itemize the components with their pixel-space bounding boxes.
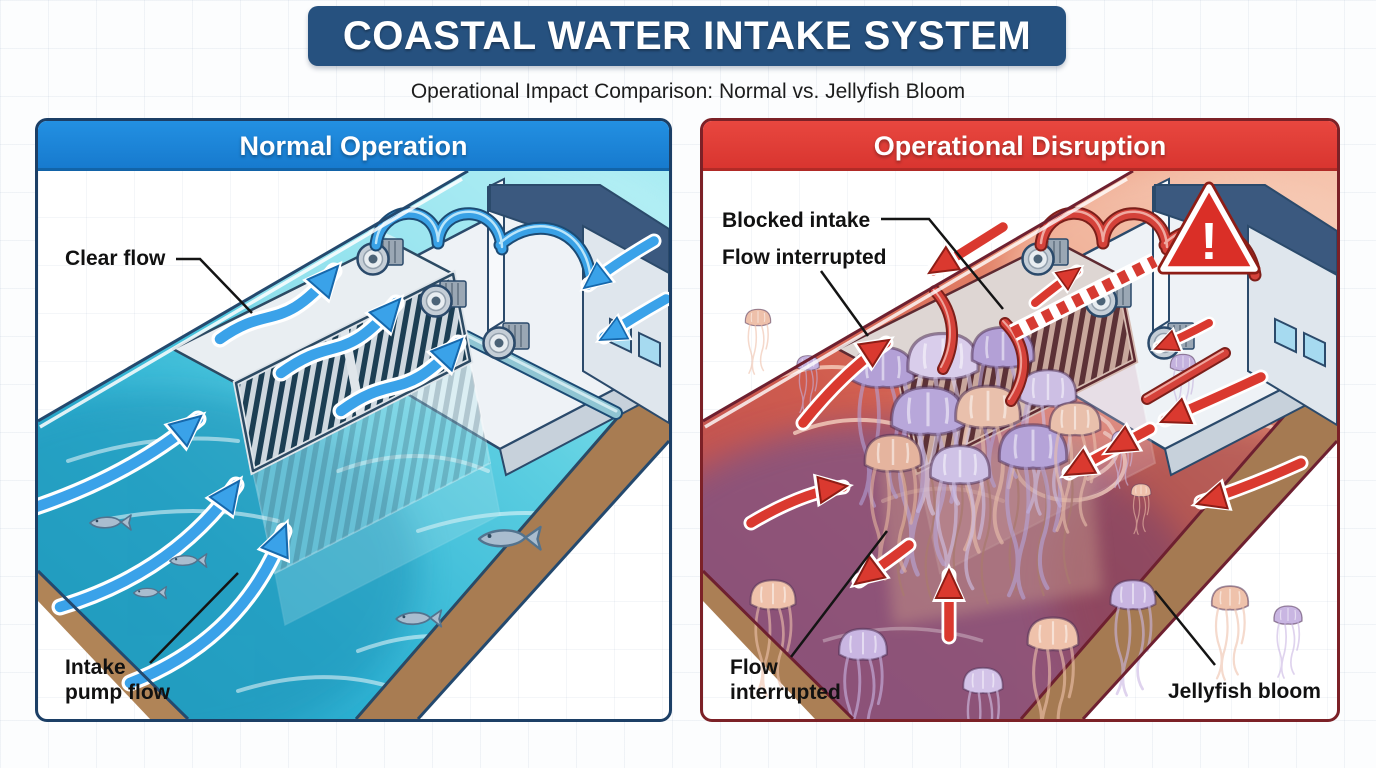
shoreline (1019, 392, 1306, 719)
waterline-foam (39, 177, 463, 429)
label-jellyfish-bloom: Jellyfish bloom (1168, 680, 1321, 703)
leader-line (149, 257, 253, 664)
panel-disruption-header: Operational Disruption (703, 121, 1337, 171)
label-flow-interrupted-top: Flow interrupted (722, 246, 887, 269)
blocked-flow-hatch (1008, 252, 1160, 342)
page-subtitle: Operational Impact Comparison: Normal vs… (410, 80, 966, 103)
label-blocked-intake: Blocked intake (722, 209, 871, 232)
label-intake-pump-flow: Intake pump flow (65, 656, 170, 705)
label-flow-interrupted-bottom: Flow interrupted (730, 656, 841, 705)
warning-exclamation: ! (1200, 213, 1217, 271)
flow-arrows-normal (38, 233, 669, 692)
normal-scene (38, 171, 669, 719)
window-icon (638, 331, 661, 368)
shoreline (354, 392, 641, 719)
normal-scene-illustration (38, 171, 669, 719)
warning-triangle-icon: ! (1157, 181, 1261, 275)
waterline-foam (704, 177, 1128, 429)
seabed-slope (356, 376, 669, 719)
island-outline (703, 171, 1337, 719)
panel-disruption-title: Operational Disruption (873, 130, 1167, 161)
red-pipes (929, 206, 1262, 407)
disruption-scene-illustration: ! (703, 171, 1337, 719)
window-icon (1303, 331, 1326, 368)
panel-normal-title: Normal Operation (239, 130, 468, 161)
island-outline (38, 171, 669, 719)
panel-normal-operation: Normal Operation Clear flow Intake pump … (35, 118, 672, 722)
intake-grate (171, 239, 501, 627)
seabed-slope (1021, 376, 1337, 719)
flow-arrows-disruption (743, 219, 1309, 645)
pump-units (356, 238, 530, 360)
blue-pipes (369, 206, 597, 282)
page-title: COASTAL WATER INTAKE SYSTEM (342, 13, 1032, 58)
label-clear-flow: Clear flow (65, 247, 166, 270)
panel-normal-header: Normal Operation (38, 121, 669, 171)
window-icon (1274, 317, 1297, 354)
title-banner: COASTAL WATER INTAKE SYSTEM (308, 6, 1066, 66)
leader-line (790, 217, 1216, 666)
panel-operational-disruption: Operational Disruption Blocked intake Fl… (700, 118, 1340, 722)
disruption-scene: ! (703, 171, 1337, 719)
